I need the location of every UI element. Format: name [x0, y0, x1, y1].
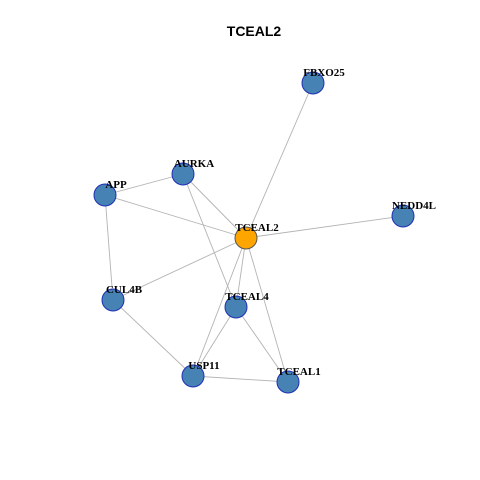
node-label-tceal2: TCEAL2 [235, 222, 279, 234]
node-tceal2: TCEAL2 [234, 222, 279, 250]
node-usp11: USP11 [181, 360, 220, 388]
node-label-cul4b: CUL4B [106, 284, 143, 296]
edge-cul4b-usp11 [112, 299, 194, 377]
node-label-tceal4: TCEAL4 [225, 291, 269, 303]
node-cul4b: CUL4B [101, 284, 143, 312]
edge-tceal2-app [104, 194, 247, 239]
node-nedd4l: NEDD4L [391, 200, 436, 228]
node-circle-cul4b [101, 288, 125, 312]
edge-tceal2-aurka [182, 173, 247, 239]
node-tceal1: TCEAL1 [276, 366, 321, 394]
edge-tceal4-usp11 [192, 306, 237, 377]
edge-usp11-tceal1 [192, 375, 289, 383]
node-label-tceal1: TCEAL1 [277, 366, 320, 378]
node-circle-fbxo25 [301, 71, 325, 95]
node-circle-usp11 [181, 364, 205, 388]
edge-layer [104, 82, 404, 383]
node-app: APP [93, 179, 127, 207]
edge-app-cul4b [104, 194, 114, 301]
node-aurka: AURKA [171, 158, 214, 186]
node-circle-tceal1 [276, 370, 300, 394]
edge-tceal2-tceal1 [245, 237, 289, 383]
node-tceal4: TCEAL4 [224, 291, 269, 319]
node-label-fbxo25: FBXO25 [303, 67, 345, 79]
node-circle-aurka [171, 162, 195, 186]
edge-tceal2-usp11 [192, 237, 247, 377]
node-circle-nedd4l [391, 204, 415, 228]
node-label-aurka: AURKA [174, 158, 214, 170]
edge-app-aurka [104, 173, 184, 196]
edge-tceal4-tceal1 [235, 306, 289, 383]
node-label-nedd4l: NEDD4L [392, 200, 436, 212]
node-label-usp11: USP11 [188, 360, 219, 372]
edge-tceal2-nedd4l [245, 215, 404, 239]
edge-tceal2-cul4b [112, 237, 247, 301]
node-label-app: APP [105, 179, 127, 191]
node-circle-tceal2 [234, 226, 258, 250]
graph-title: TCEAL2 [227, 23, 282, 39]
node-circle-tceal4 [224, 295, 248, 319]
edge-tceal2-tceal4 [235, 237, 247, 308]
node-fbxo25: FBXO25 [301, 67, 345, 95]
edge-aurka-tceal4 [182, 173, 237, 308]
edge-tceal2-fbxo25 [245, 82, 314, 239]
node-circle-app [93, 183, 117, 207]
